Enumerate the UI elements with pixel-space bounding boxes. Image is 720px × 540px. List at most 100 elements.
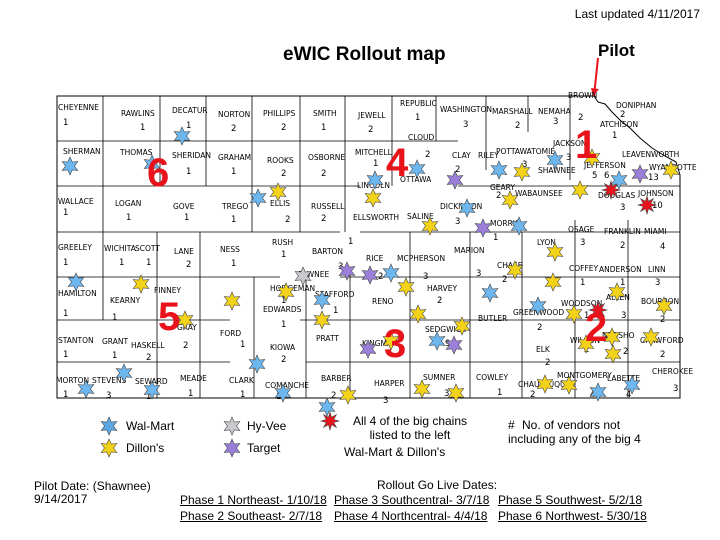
county-vendor-count-jewell: 2 [368,125,373,135]
phase-number-2: 2 [585,306,607,350]
county-vendor-count-haskell: 2 [146,353,151,363]
county-name-russell: RUSSELL [311,202,345,211]
store-star-blue-3 [249,188,267,208]
county-name-clark: CLARK [229,376,255,385]
county-name-harper: HARPER [374,379,404,388]
county-vendor-count-cherokee: 3 [673,384,678,394]
county-name-osborne: OSBORNE [308,153,345,162]
store-star-blue-48 [115,363,133,383]
store-star-blue-41 [428,331,446,351]
pilot-arrowhead [591,88,599,96]
store-star-yellow-36 [506,260,524,280]
county-vendor-count-marshall: 2 [515,121,520,131]
county-name-geary: GEARY [490,183,515,192]
county-vendor-count-logan: 1 [126,213,131,223]
county-name-pottawatomie: POTTAWATOMIE [496,147,555,156]
store-star-yellow-20 [546,242,564,262]
store-star-yellow-4 [269,182,287,202]
county-name-leavenworth: LEAVENWORTH [622,150,679,159]
county-name-jewell: JEWELL [357,111,386,120]
legend-all4-line3: Wal-Mart & Dillon's [344,445,446,459]
county-name-miami: MIAMI [644,227,667,236]
county-vendor-count-atchison: 1 [612,131,617,141]
county-name-kingman: KINGMAN [362,339,398,348]
county-vendor-count-seward: 1 [146,392,151,402]
phase-number-3: 3 [384,322,406,366]
county-borders [57,96,680,398]
county-vendor-count-kearny: 1 [112,313,117,323]
county-vendor-count-morton: 1 [63,390,68,400]
phase-4-date: Phase 4 Northcentral- 4/4/18 [334,509,488,523]
store-star-yellow-14 [583,148,601,168]
store-star-yellow-67 [655,296,673,316]
store-star-yellow-11 [513,162,531,182]
store-star-blue-6 [366,170,384,190]
county-vendor-count-brown: 2 [578,113,583,123]
county-vendor-count-rush: 1 [281,250,286,260]
county-vendor-count-labette: 4 [626,390,631,400]
county-vendor-count-lyon: 1 [0,0,5,3]
county-name-rice: RICE [366,254,384,263]
county-vendor-count-wallace: 1 [63,208,68,218]
county-name-brown: BROWN [568,91,597,100]
vendor-hash-symbol: # [508,418,515,432]
store-star-yellow-5 [364,188,382,208]
county-vendor-count-mcpherson: 3 [423,272,428,282]
county-vendor-count-rice: 2 [378,272,383,282]
county-vendor-count-woodson: 1 [584,311,589,321]
county-name-rawlins: RAWLINS [121,109,155,118]
vendor-count-note: #No. of vendors not including any of the… [508,418,658,446]
store-star-yellow-51 [577,334,595,354]
county-vendor-count-butler: 2 [537,323,542,333]
store-star-blue-45 [313,290,331,310]
store-star-purple-32 [361,265,379,285]
county-name-lyon: LYON [537,238,556,247]
phase-1-date: Phase 1 Northeast- 1/10/18 [180,493,327,507]
store-star-yellow-66 [608,282,626,302]
county-vendor-count-sheridan: 1 [186,167,191,177]
county-vendor-count-clay: 2 [455,165,460,175]
county-name-rooks: ROOKS [267,156,294,165]
county-name-smith: SMITH [313,109,337,118]
county-vendor-count-kingman: 1 [0,0,5,3]
county-vendor-count-dickinson: 3 [455,217,460,227]
county-name-meade: MEADE [180,374,207,383]
store-star-blue-59 [623,375,641,395]
county-vendor-count-norton: 2 [231,124,236,134]
store-star-purple-23 [474,218,492,238]
county-vendor-count-pottawatomie: 3 [522,160,527,170]
store-star-yellow-53 [642,327,660,347]
county-name-marion: MARION [454,246,485,255]
county-name-greeley: GREELEY [58,243,92,252]
county-name-butler: BUTLER [478,314,507,323]
store-star-yellow-21 [571,180,589,200]
phase-6-date: Phase 6 Northwest- 5/30/18 [498,509,647,523]
county-name-ellsworth: ELLSWORTH [353,213,399,222]
county-vendor-count-edwards: 1 [281,320,286,330]
county-name-ford: FORD [220,329,241,338]
county-vendor-count-elk: 2 [545,358,550,368]
county-vendor-count-shawnee: 5 [592,171,597,181]
county-name-republic: REPUBLIC [400,99,437,108]
county-vendor-count-chase: 2 [502,275,507,285]
county-vendor-count-chautauqua: 2 [530,390,535,400]
county-vendor-count-cowley: 1 [497,388,502,398]
county-vendor-count-coffey: 1 [580,278,585,288]
county-vendor-count-phillips: 2 [281,123,286,133]
county-vendor-count-douglas: 3 [620,203,625,213]
county-name-barber: BARBER [321,374,352,383]
county-name-franklin: FRANKLIN [604,227,641,236]
county-name-sherman: SHERMAN [63,147,101,156]
store-star-yellow-39 [453,316,471,336]
county-vendor-count-gray: 2 [183,341,188,351]
store-star-blue-10 [490,160,508,180]
store-star-yellow-34 [397,277,415,297]
county-name-neosho: NEOSHO [602,331,635,340]
county-name-stanton: STANTON [58,336,94,345]
store-star-yellow-12 [501,190,519,210]
phase-number-5: 5 [158,295,180,339]
county-name-marshall: MARSHALL [492,107,534,116]
county-name-harvey: HARVEY [427,284,457,293]
store-star-blue-24 [510,216,528,236]
store-star-yellow-8 [421,216,439,236]
